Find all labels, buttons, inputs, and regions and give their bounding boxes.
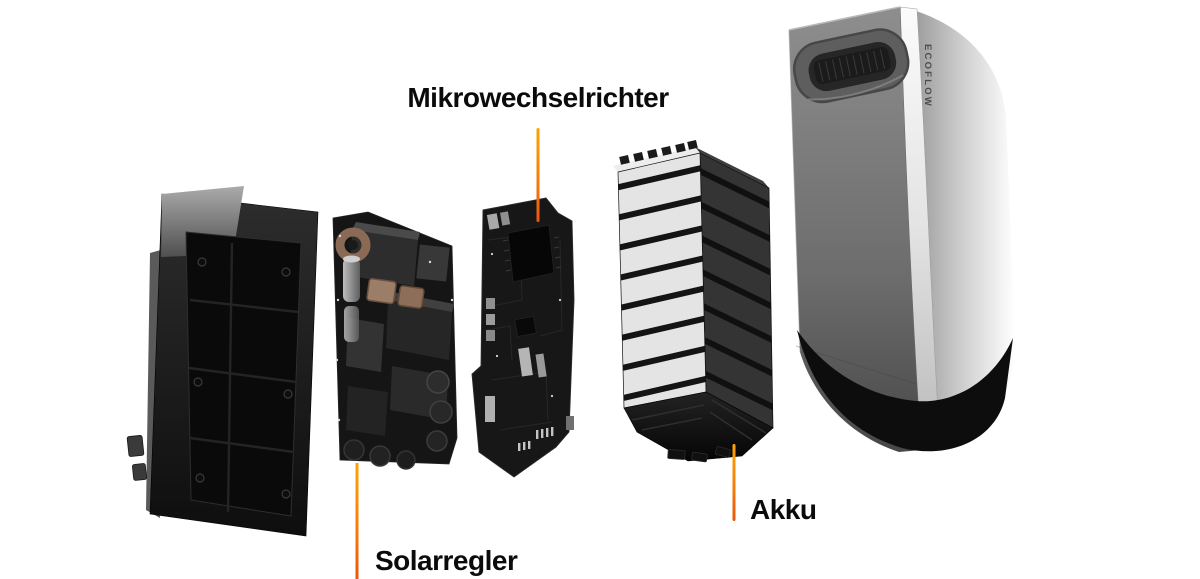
- battery-top-face-side: [695, 147, 769, 188]
- leader-line-mikrowechselrichter: [536, 128, 540, 222]
- battery-front-face: [617, 152, 707, 409]
- battery-cell-stack: [613, 139, 774, 463]
- device-side-face: [789, 7, 921, 452]
- label-mikrowechselrichter: Mikrowechselrichter: [407, 82, 669, 113]
- leader-line-solarregler: [355, 463, 359, 579]
- ecoflow-logo: ECOFLOW: [922, 44, 933, 108]
- inverter-solder-dots: [490, 252, 562, 398]
- case-ribs: [188, 242, 299, 513]
- assembled-device: ECOFLOW: [788, 6, 1016, 452]
- solar-regulator-board: [332, 211, 458, 470]
- solar-board-capacitors: [343, 255, 453, 470]
- label-akku: Akku: [750, 494, 817, 525]
- battery-top-face-front: [613, 147, 700, 172]
- micro-inverter-board: [471, 197, 575, 478]
- leader-line-akku: [732, 444, 736, 521]
- device-handle: [792, 28, 910, 104]
- battery-base: [623, 391, 774, 462]
- battery-side-face: [699, 152, 774, 429]
- battery-connector-tabs: [667, 446, 731, 463]
- inverter-light-pads: [485, 211, 574, 430]
- battery-base-fins: [631, 399, 767, 441]
- device-top-edge-highlight: [788, 6, 901, 31]
- solar-board-solder-dots: [335, 234, 454, 422]
- inverter-main-chip: [502, 224, 562, 283]
- inverter-secondary-chip: [514, 315, 537, 337]
- case-side-latches: [126, 435, 147, 481]
- label-solarregler: Solarregler: [375, 545, 518, 576]
- handle-grille: [813, 47, 891, 85]
- device-dark-base: [797, 330, 1013, 452]
- battery-top-terminals: [619, 139, 698, 165]
- case-back-shell: [126, 186, 319, 537]
- device-left-edge-highlight: [788, 29, 801, 353]
- case-screw-bosses: [193, 257, 293, 499]
- device-seam-line: [795, 345, 917, 385]
- inverter-connector-pins: [518, 427, 554, 451]
